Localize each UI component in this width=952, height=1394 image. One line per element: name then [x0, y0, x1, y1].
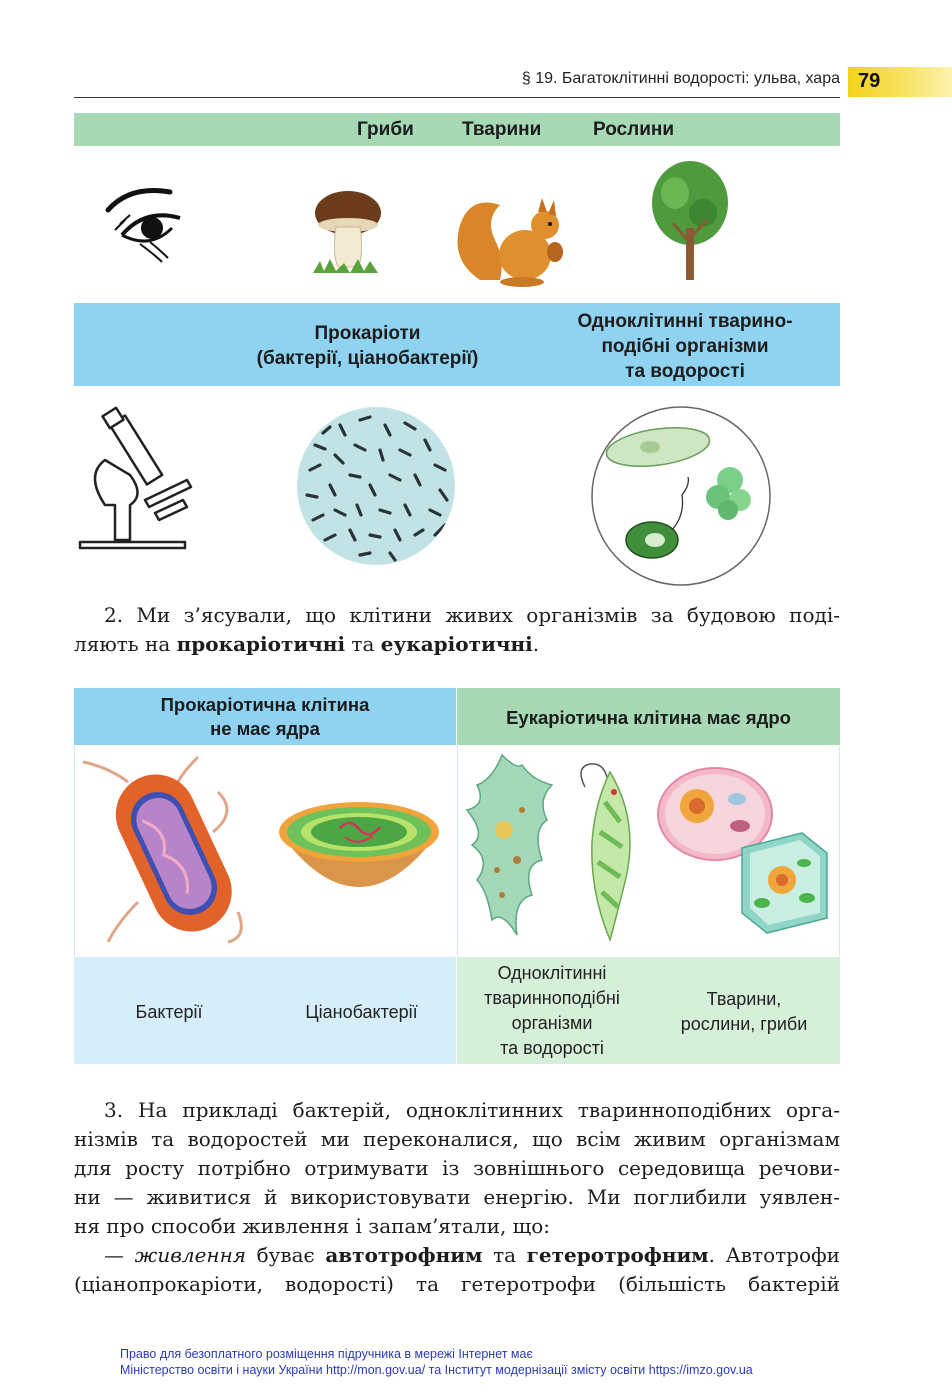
running-head: § 19. Багатоклітинні водорості: ульва, х…	[521, 70, 840, 87]
microscope-icon	[78, 406, 193, 550]
term-prokaryotic: прокаріотичні	[176, 632, 346, 656]
text: та	[345, 632, 381, 656]
protists-label-line1: Одноклітинні тварино-	[577, 311, 793, 332]
protists-label-line3: та водорості	[625, 361, 745, 382]
protists-label-line2: подібні організми	[601, 336, 769, 357]
amoeba-icon	[465, 753, 554, 936]
protists-label: Одноклітинні тварино- подібні організми …	[545, 309, 825, 384]
plant-cell-icon	[741, 832, 828, 934]
paragraph-3-line7: (ціанопрокаріоти, водорості) та гетеротр…	[74, 1272, 840, 1296]
microorganisms-band	[74, 303, 840, 386]
label-multicellular: Тварини, рослини, гриби	[654, 987, 834, 1037]
text: .	[532, 632, 540, 656]
label-protists: Одноклітинні тваринноподібні організми т…	[457, 961, 647, 1061]
page-number-tab	[848, 67, 952, 97]
table-head-left	[74, 688, 456, 745]
table-label-row-right	[457, 957, 840, 1064]
paragraph-3: 3. На прикладі бактерій, одноклітинних т…	[74, 1096, 840, 1299]
paragraph-3-line6: — живлення буває автотрофним та гетеротр…	[74, 1241, 840, 1270]
table-head-right-text: Еукаріотична клітина має ядро	[506, 707, 791, 728]
kingdoms-band	[74, 113, 840, 146]
bacterium-cell-icon	[82, 755, 243, 944]
label-protists-line3: організми	[511, 1013, 593, 1033]
paragraph-3-line4: ни — живитися й використовувати енергію.…	[74, 1185, 840, 1209]
term-nutrition: живлення	[134, 1243, 246, 1267]
paragraph-3-line1: 3. На прикладі бактерій, одноклітинних т…	[104, 1098, 840, 1122]
table-head-right	[457, 688, 840, 745]
text: —	[104, 1243, 135, 1267]
text: буває	[246, 1243, 326, 1267]
term-autotrophic: автотрофним	[325, 1243, 483, 1267]
label-protists-line4: та водорості	[500, 1038, 604, 1058]
label-fungi: Гриби	[357, 119, 414, 140]
protists-circle-icon	[591, 406, 771, 586]
bacteria-circle-icon	[297, 407, 455, 565]
squirrel-icon	[457, 198, 563, 287]
text: ляють на	[74, 632, 177, 656]
paragraph-3-line2: нізмів та водоростей ми переконалися, що…	[74, 1127, 840, 1151]
tree-icon	[652, 161, 728, 280]
label-protists-line1: Одноклітинні	[497, 963, 607, 983]
label-cyanobacteria: Ціанобактерії	[305, 1002, 418, 1022]
animal-cell-icon	[657, 767, 773, 861]
term-heterotrophic: гетеротрофним	[526, 1243, 709, 1267]
prokaryotes-label-line2: (бактерії, ціанобактерії)	[256, 348, 479, 369]
license-footer: Право для безоплатного розміщення підруч…	[120, 1346, 753, 1378]
label-plants: Рослини	[593, 119, 675, 140]
table-head-left-line1: Прокаріотична клітина	[160, 694, 370, 715]
text: . Автотрофи	[708, 1243, 840, 1267]
paragraph-2: 2. Ми з’ясували, що клітини живих органі…	[74, 601, 840, 659]
label-animals: Тварини	[462, 119, 542, 140]
paragraph-3-line3: для росту потрібно отримувати із зовнішн…	[74, 1156, 840, 1180]
text: та	[482, 1243, 527, 1267]
label-bacteria: Бактерії	[135, 1002, 203, 1022]
license-footer-line1: Право для безоплатного розміщення підруч…	[120, 1347, 533, 1361]
label-multicellular-line2: рослини, гриби	[680, 1014, 808, 1034]
mushroom-icon	[313, 191, 381, 273]
paragraph-3-line5: ня про способи живлення і запам’ятали, щ…	[74, 1214, 551, 1238]
euglena-icon	[580, 763, 631, 942]
license-footer-line2: Міністерство освіти і науки України http…	[120, 1363, 753, 1377]
label-multicellular-line1: Тварини,	[706, 989, 782, 1009]
prokaryotes-label-line1: Прокаріоти	[314, 323, 421, 344]
cyanobacterium-cell-icon	[279, 802, 439, 887]
page-number: 79	[858, 70, 881, 92]
prokaryotes-label: Прокаріоти (бактерії, ціанобактерії)	[220, 321, 515, 371]
table-head-left-line2: не має ядра	[210, 718, 320, 739]
table-label-row-left	[74, 957, 456, 1064]
paragraph-2-line2: ляють на прокаріотичні та еукаріотичні.	[74, 630, 840, 659]
term-eukaryotic: еукаріотичні	[380, 632, 533, 656]
paragraph-2-line1: 2. Ми з’ясували, що клітини живих органі…	[104, 603, 840, 627]
label-protists-line2: тваринноподібні	[484, 988, 620, 1008]
eye-icon	[105, 187, 181, 263]
header-rule	[74, 97, 840, 98]
table-head-left-text: Прокаріотична клітина не має ядра	[74, 693, 456, 741]
